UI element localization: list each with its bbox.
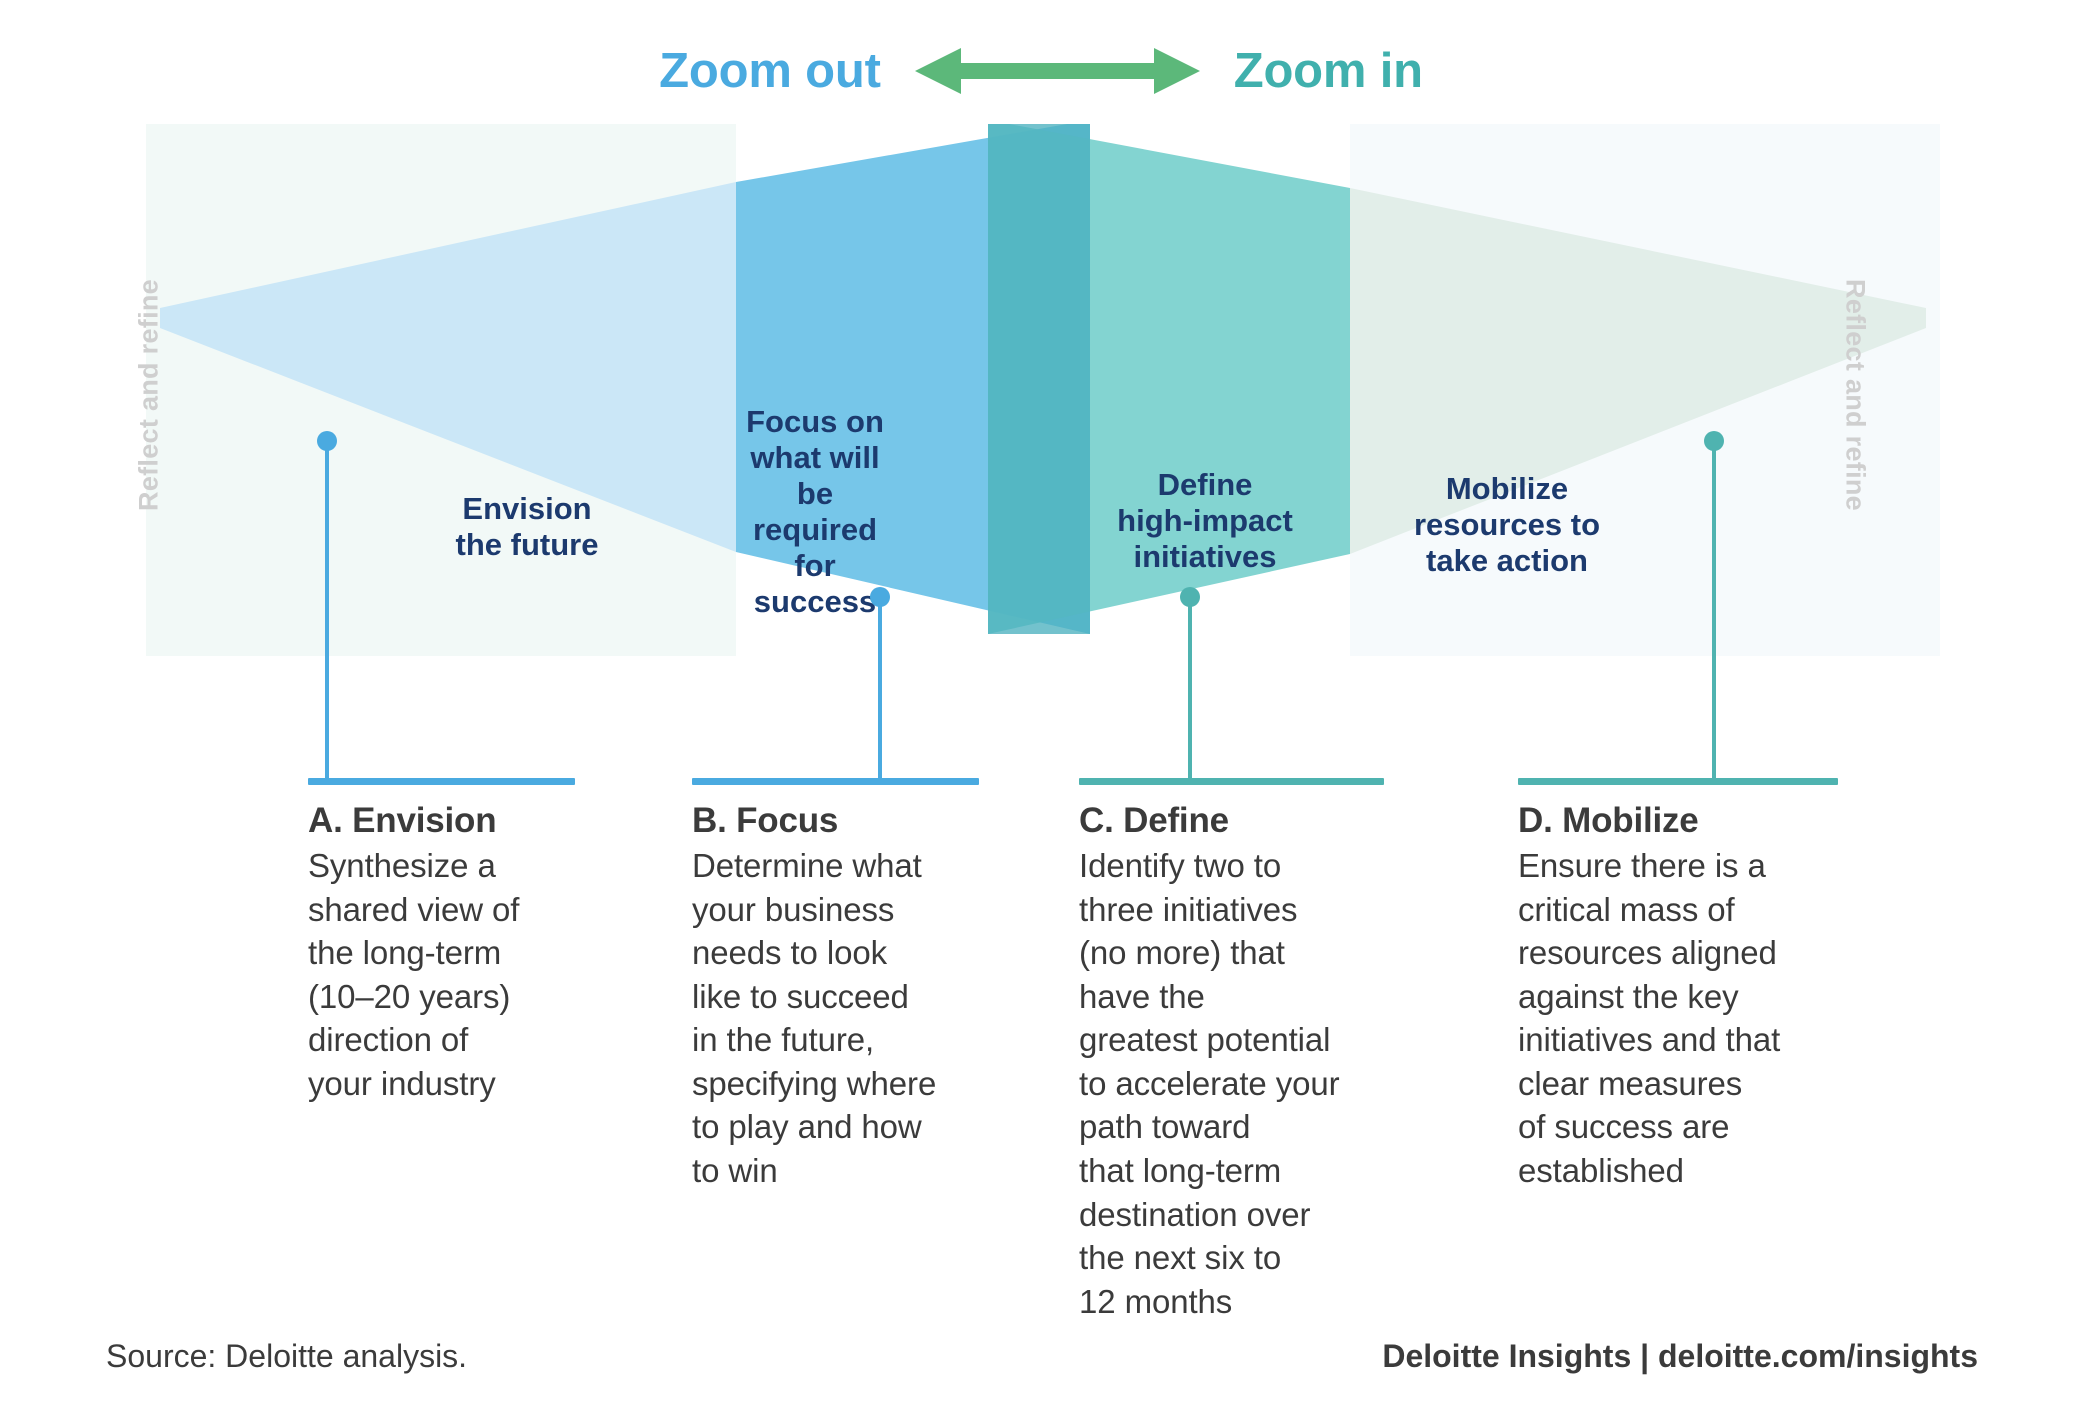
band-label-define: Define high-impact initiatives <box>1117 467 1293 574</box>
reflect-and-refine-left: Reflect and refine <box>133 279 164 511</box>
source-note: Source: Deloitte analysis. <box>106 1338 468 1374</box>
band-label-envision: Envision the future <box>455 491 599 562</box>
connector-stem-a <box>325 441 329 778</box>
connector-stem-b <box>878 597 882 778</box>
column-body-a: Synthesize a shared view of the long-ter… <box>308 847 520 1102</box>
phase-column-b: B. Focus Determine what your business ne… <box>692 778 979 1193</box>
band-shape-envision <box>160 182 736 552</box>
zoom-axis-header: Zoom out Zoom in <box>0 26 2082 116</box>
column-title-a: A. Envision <box>308 801 497 840</box>
column-rule-c <box>1079 778 1384 785</box>
phase-column-a: A. Envision Synthesize a shared view of … <box>308 778 575 1105</box>
connector-stem-c <box>1188 597 1192 778</box>
overlap-column <box>988 124 1090 634</box>
band-label-mobilize: Mobilize resources to take action <box>1413 471 1601 578</box>
brand-credit: Deloitte Insights | deloitte.com/insight… <box>1382 1338 1978 1374</box>
column-body-c: Identify two to three initiatives (no mo… <box>1079 847 1340 1320</box>
double-arrow-icon <box>914 48 1200 94</box>
phase-column-c: C. Define Identify two to three initiati… <box>1079 778 1384 1323</box>
column-title-d: D. Mobilize <box>1518 801 1699 840</box>
column-body-b: Determine what your business needs to lo… <box>692 847 937 1190</box>
band-label-focus: Focus on what will be required for succe… <box>746 404 884 619</box>
band-shape-mobilize <box>1350 188 1926 554</box>
column-body-d: Ensure there is a critical mass of resou… <box>1518 847 1781 1190</box>
phase-column-d: D. Mobilize Ensure there is a critical m… <box>1518 778 1838 1193</box>
column-title-c: C. Define <box>1079 801 1229 840</box>
reflect-and-refine-right: Reflect and refine <box>1840 279 1871 511</box>
funnel-shapes <box>146 124 1940 656</box>
connector-stem-d <box>1712 441 1716 778</box>
funnel-diagram: Envision the future Focus on what will b… <box>0 124 2082 684</box>
column-rule-b <box>692 778 979 785</box>
zoom-out-label: Zoom out <box>659 44 881 98</box>
column-rule-a <box>308 778 575 785</box>
zoom-in-label: Zoom in <box>1233 44 1423 98</box>
column-rule-d <box>1518 778 1838 785</box>
column-title-b: B. Focus <box>692 801 839 840</box>
